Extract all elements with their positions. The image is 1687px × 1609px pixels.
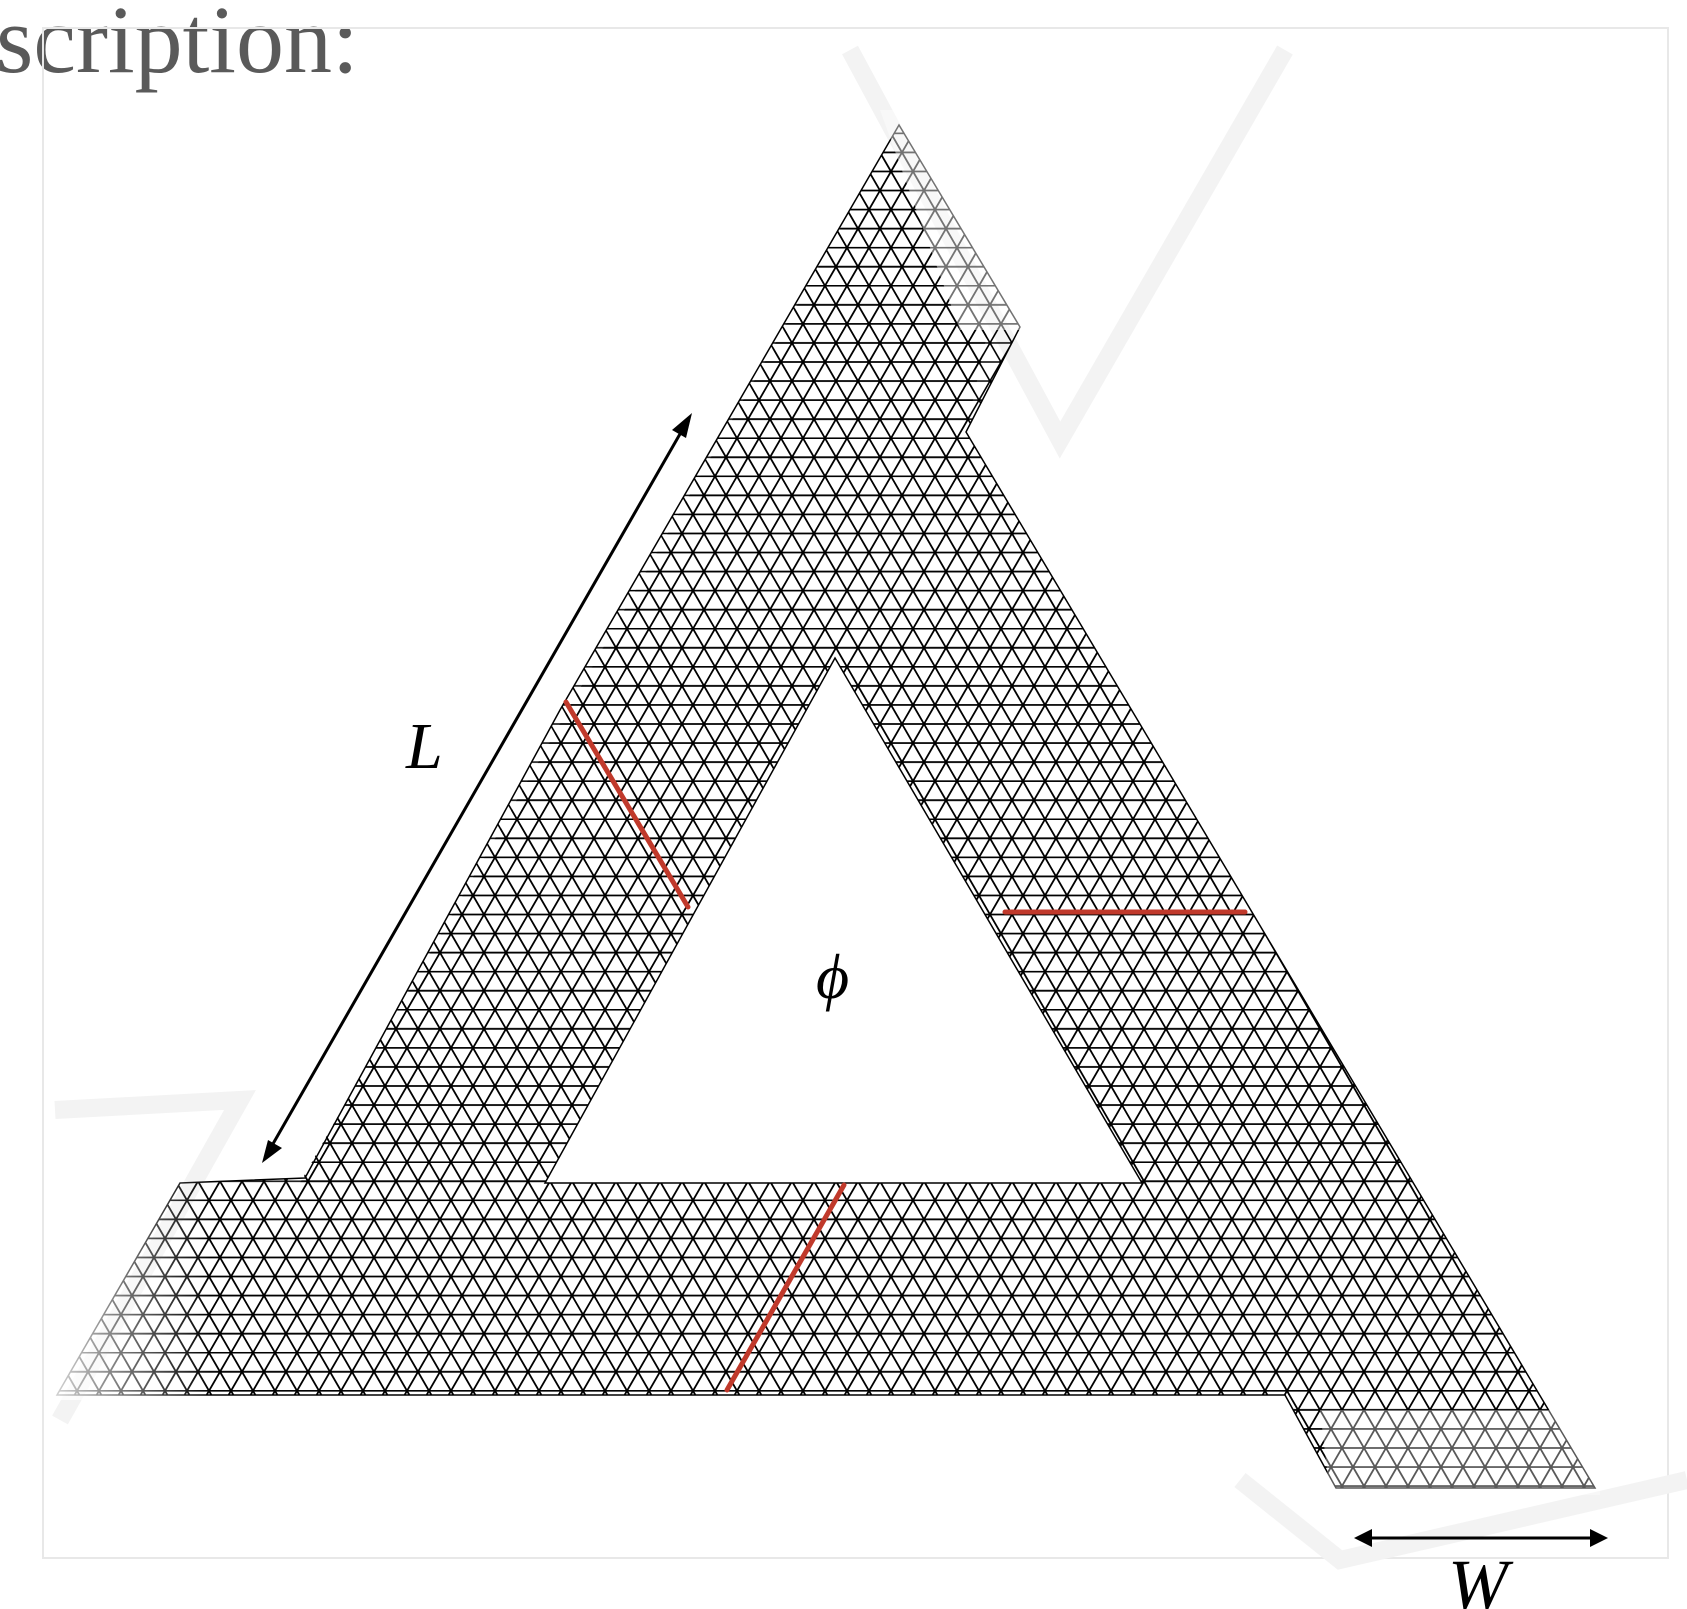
cut-line-bottom <box>724 1182 847 1393</box>
lattice-ring <box>50 110 1600 1495</box>
slide-frame <box>42 27 1669 1559</box>
cut-lines <box>563 699 1248 1393</box>
width-label: W <box>1448 1545 1514 1609</box>
length-label: L <box>405 710 443 783</box>
slide-heading-fragment: scription: <box>0 0 359 93</box>
width-arrow <box>1354 1529 1608 1547</box>
flux-label: ϕ <box>816 941 849 1012</box>
cut-line-left <box>563 699 691 910</box>
length-arrow <box>262 413 692 1163</box>
